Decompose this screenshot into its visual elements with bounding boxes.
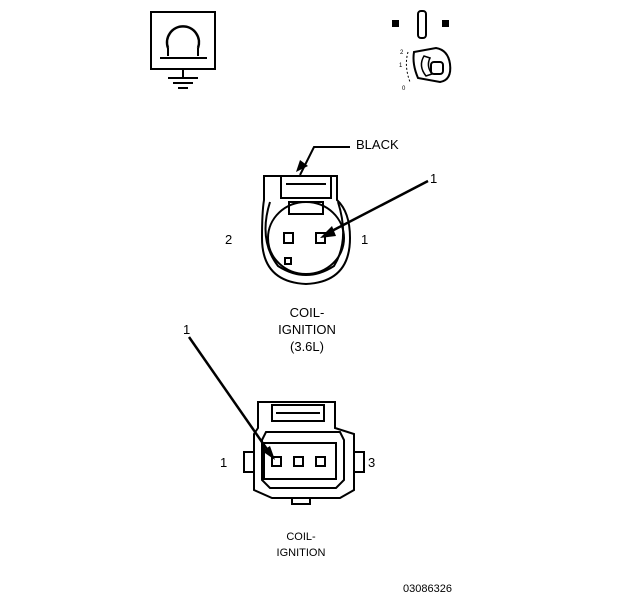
pin-label-left: 2 <box>225 232 232 247</box>
ignition-position-1: 1 <box>399 63 403 69</box>
ignition-position-2: 2 <box>400 50 404 56</box>
pin-label-right-bottom: 3 <box>368 455 375 470</box>
caption-line-3: (3.6L) <box>290 339 324 354</box>
ignition-switch-icon: 2 1 0 <box>392 10 452 92</box>
connector-color-label: BLACK <box>356 137 399 152</box>
figure-id: 03086326 <box>403 583 452 595</box>
callout-leader-bottom <box>187 336 275 460</box>
caption-line-2: IGNITION <box>278 322 336 337</box>
pin-label-left-bottom: 1 <box>220 455 227 470</box>
callout-number-top: 1 <box>430 171 437 186</box>
ignition-position-0: 0 <box>402 86 406 92</box>
color-label-leader <box>296 146 350 176</box>
connector-coil-ignition <box>243 401 365 505</box>
connector-coil-ignition-3-6l <box>260 175 352 286</box>
callout-leader-top <box>320 179 429 238</box>
ground-symbol-icon <box>150 11 216 89</box>
caption-bottom-line-2: IGNITION <box>277 547 326 559</box>
callout-number-bottom: 1 <box>183 322 190 337</box>
caption-bottom-line-1: COIL- <box>286 531 316 543</box>
pin-label-right: 1 <box>361 232 368 247</box>
caption-line-1: COIL- <box>290 305 325 320</box>
